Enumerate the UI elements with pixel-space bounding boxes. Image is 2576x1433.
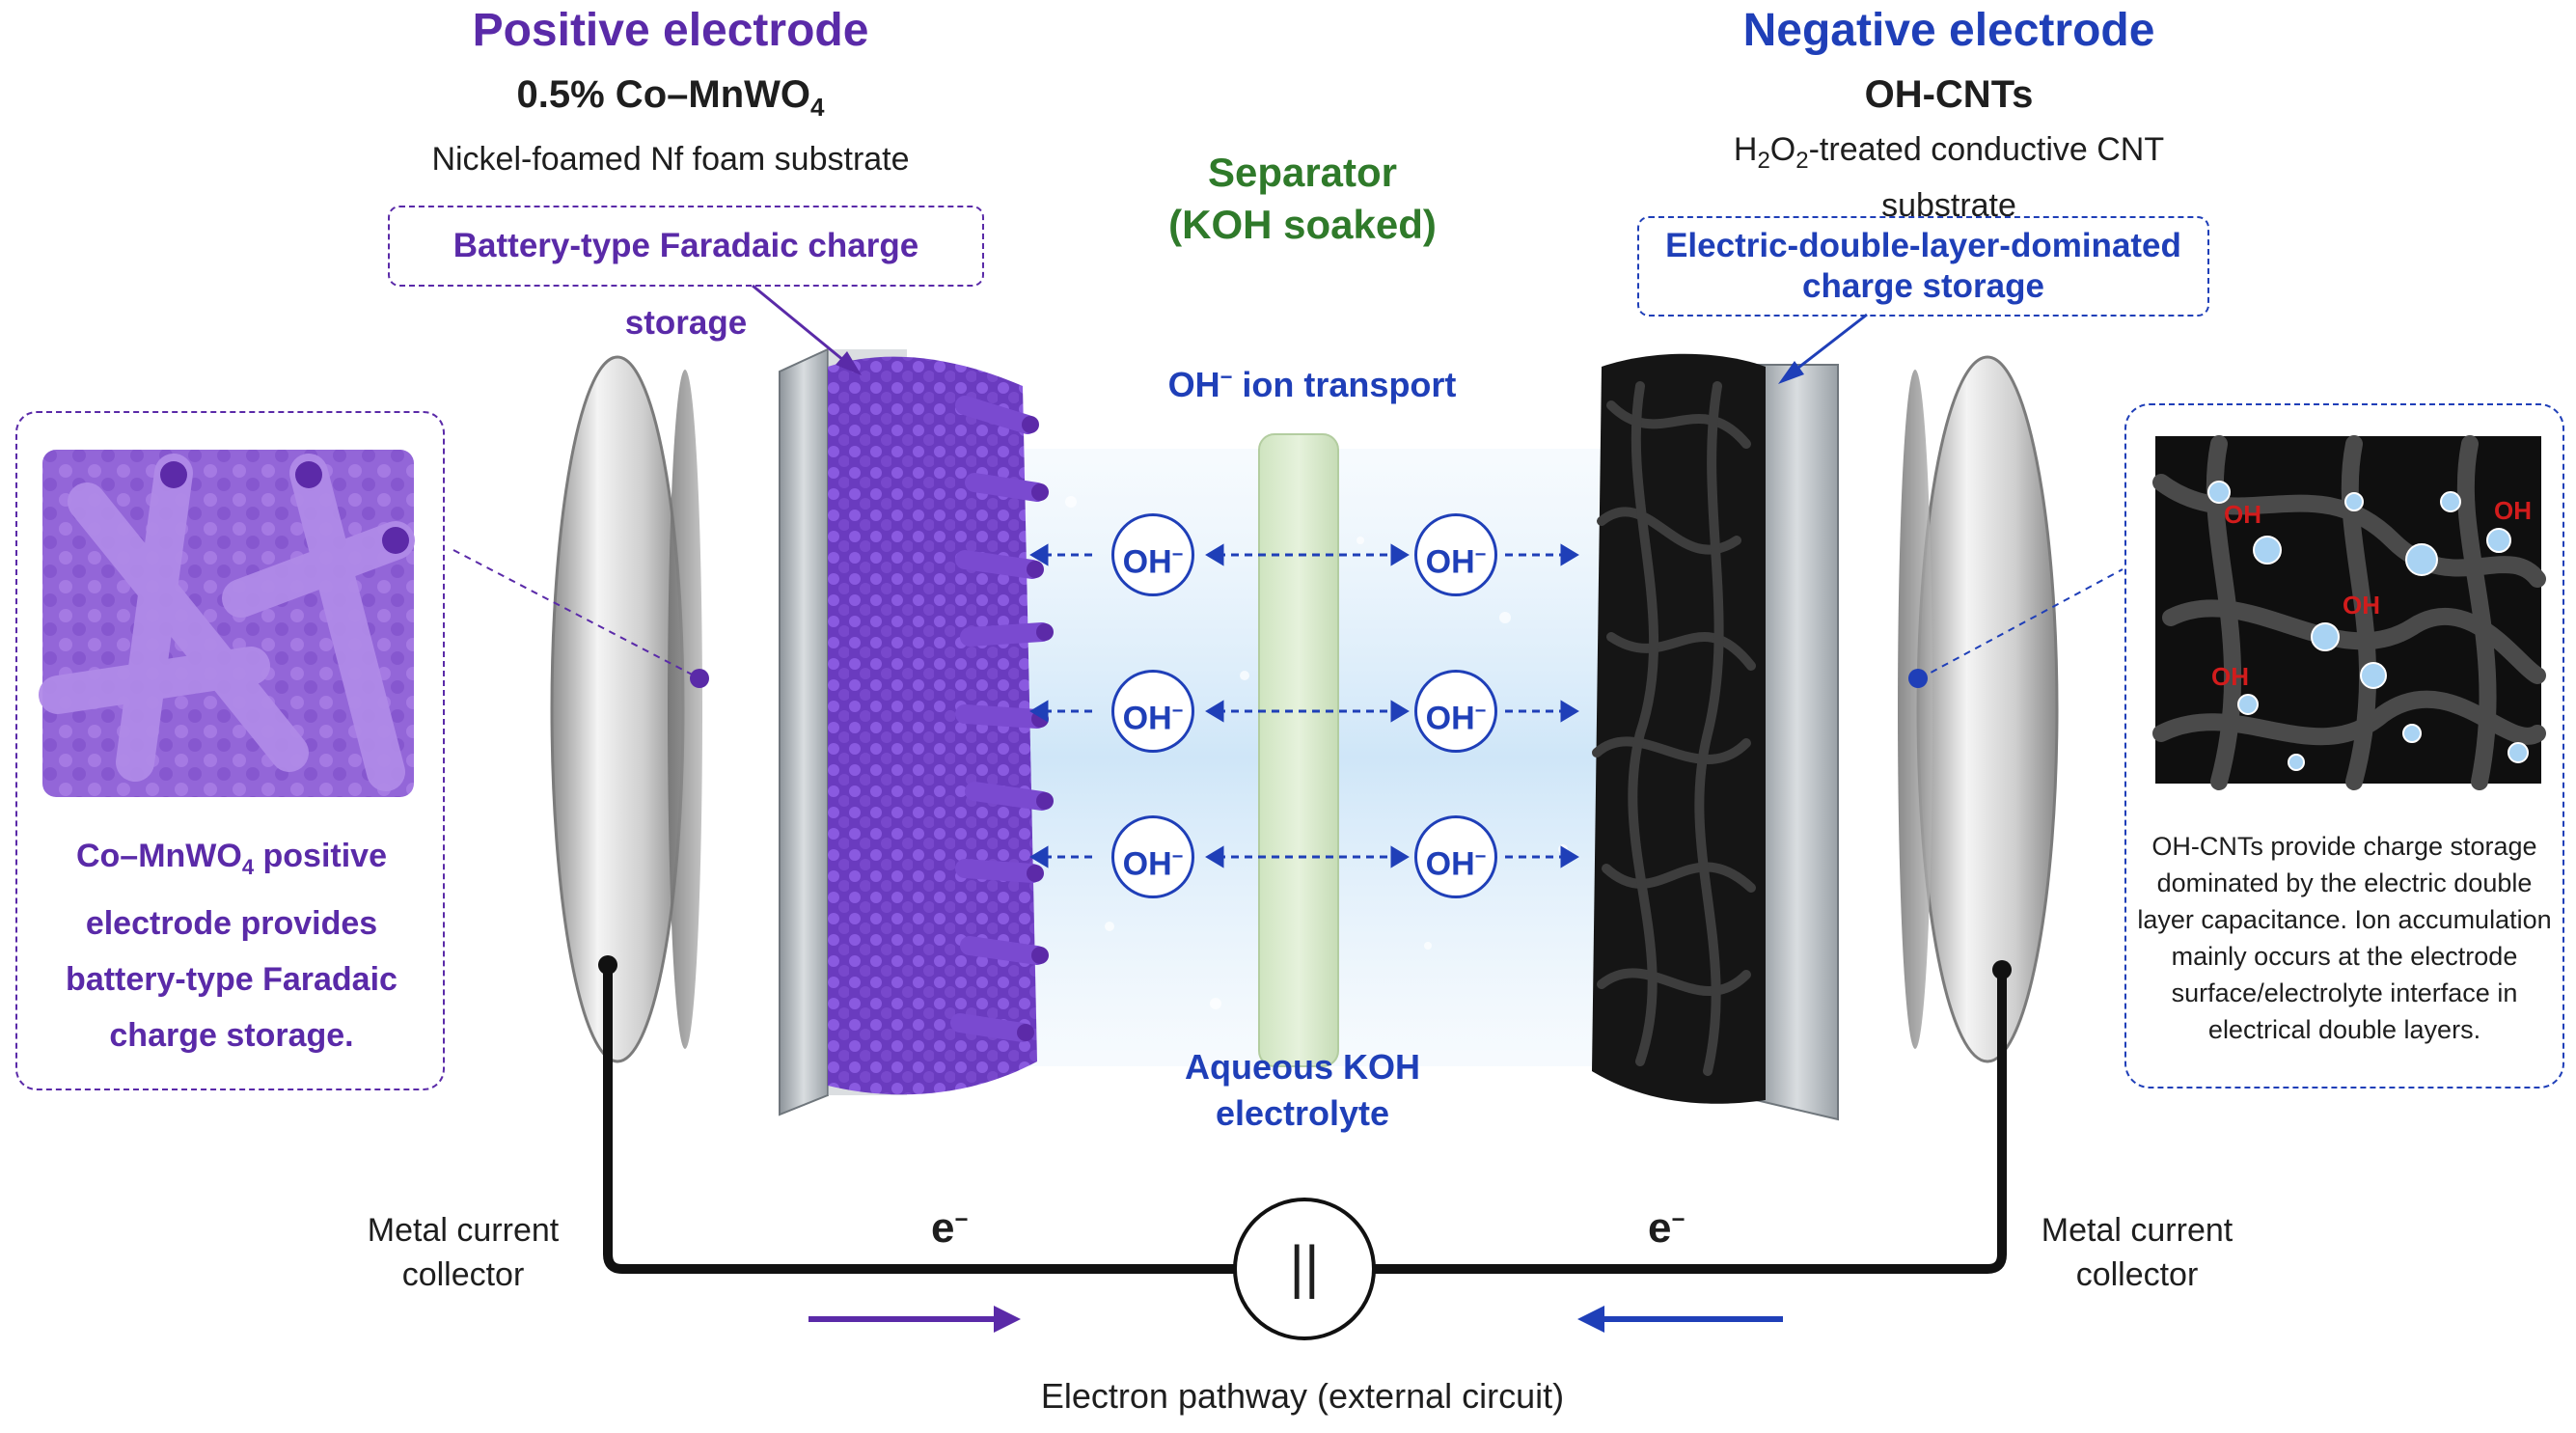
negative-callout-text: OH-CNTs provide charge storage dominated… <box>2137 832 2552 1044</box>
positive-substrate-label: Nickel-foamed Nf foam substrate <box>431 141 910 178</box>
positive-electrode-title: Positive electrode <box>472 5 869 56</box>
oh-ion-base: OH <box>1425 845 1475 883</box>
positive-material-label: 0.5% Co–MnWO4 <box>367 73 974 123</box>
oh-ion-bubble: OH− <box>1414 815 1497 898</box>
right-collector-line-1: Metal current <box>2041 1212 2233 1249</box>
negative-mechanism-text: Electric-double-layer-dominated charge s… <box>1665 227 2181 305</box>
left-collector-line-2: collector <box>401 1256 525 1293</box>
substrate-text-a: H <box>1733 131 1758 168</box>
oh-ion-base: OH <box>1122 845 1172 883</box>
oh-ion-sup: − <box>1171 846 1184 868</box>
electron-base: e <box>931 1204 955 1252</box>
positive-electrode-nanorods <box>828 356 1054 1095</box>
left-collector-label: Metal current collector <box>328 1208 598 1297</box>
negative-mechanism-box: Electric-double-layer-dominated charge s… <box>1637 216 2209 317</box>
oh-ion-bubble: OH− <box>1414 670 1497 753</box>
cnt-inset-oh-label: OH <box>2343 591 2380 620</box>
ion-transport-text: ion transport <box>1232 365 1457 404</box>
positive-sem-image <box>39 450 415 797</box>
right-collector-label: Metal current collector <box>2002 1208 2272 1297</box>
power-source-label: || <box>1289 1234 1320 1299</box>
positive-material-subscript: 4 <box>810 93 825 122</box>
right-collector-line-2: collector <box>2075 1256 2199 1293</box>
ion-transport-sup: − <box>1219 365 1233 389</box>
positive-mechanism-box: Battery-type Faradaic charge storage <box>388 206 984 342</box>
substrate-sub-2: 2 <box>1795 147 1809 174</box>
negative-electrode-cnts <box>1592 353 1766 1104</box>
negative-mechanism-pointer <box>1789 313 1868 376</box>
oh-ion-base: OH <box>1122 543 1172 581</box>
positive-mechanism-text: Battery-type Faradaic charge storage <box>452 227 919 342</box>
oh-ion-sup: − <box>1474 846 1487 868</box>
negative-plate <box>1755 364 1839 1121</box>
callout-text-a: Co–MnWO <box>75 838 242 874</box>
left-current-collector <box>550 355 685 1063</box>
separator-membrane <box>1258 433 1339 1067</box>
negative-electrode-title: Negative electrode <box>1742 5 2155 56</box>
external-circuit-wire <box>603 965 2007 1274</box>
oh-ion-base: OH <box>1425 700 1475 737</box>
substrate-text-c: -treated conductive CNT substrate <box>1808 131 2165 224</box>
separator-label: Separator (KOH soaked) <box>1129 147 1476 251</box>
cnt-inset-oh-label: OH <box>2224 500 2261 529</box>
oh-ion-bubble: OH− <box>1111 815 1194 898</box>
negative-cnt-image <box>2152 435 2546 790</box>
right-current-collector <box>1916 355 2059 1063</box>
electron-label-left: e− <box>931 1204 969 1253</box>
negative-material-label: OH-CNTs <box>1864 73 2034 116</box>
ion-transport-label: OH− ion transport <box>1081 365 1544 405</box>
ion-transport-arrows <box>1029 543 1579 868</box>
electron-base: e <box>1648 1204 1672 1252</box>
positive-callout-box <box>15 411 445 1090</box>
cnt-inset-oh-label: OH <box>2494 496 2532 525</box>
cnt-inset-oh-label: OH <box>2211 662 2249 691</box>
positive-callout-text: Co–MnWO4 positive electrode provides bat… <box>39 828 425 1063</box>
negative-callout-box <box>2124 403 2564 1089</box>
electrolyte-line-2: electrolyte <box>1215 1093 1390 1133</box>
oh-ion-base: OH <box>1425 543 1475 581</box>
substrate-sub-1: 2 <box>1757 147 1770 174</box>
oh-ion-bubble: OH− <box>1111 513 1194 596</box>
oh-ion-sup: − <box>1171 544 1184 565</box>
separator-line-1: Separator <box>1207 150 1398 195</box>
oh-ion-bubble: OH− <box>1111 670 1194 753</box>
electrolyte-label: Aqueous KOH electrolyte <box>1110 1044 1495 1137</box>
callout-text-b: positive electrode provides battery-type… <box>66 838 397 1054</box>
ion-transport-base: OH <box>1167 365 1220 404</box>
left-inset-connector <box>452 549 700 679</box>
right-inset-connector <box>1919 568 2124 679</box>
positive-plate <box>779 347 829 1116</box>
oh-ion-sup: − <box>1171 701 1184 722</box>
oh-ion-sup: − <box>1474 701 1487 722</box>
separator-line-2: (KOH soaked) <box>1168 202 1437 247</box>
power-source-symbol <box>1233 1198 1376 1340</box>
electron-sup: − <box>954 1206 969 1233</box>
negative-substrate-label: H2O2-treated conductive CNT substrate <box>1717 127 2180 228</box>
left-collector-line-1: Metal current <box>367 1212 560 1249</box>
positive-material-text: 0.5% Co–MnWO <box>516 73 810 116</box>
oh-ion-base: OH <box>1122 700 1172 737</box>
positive-mechanism-pointer <box>752 284 850 367</box>
electron-sup: − <box>1671 1206 1685 1233</box>
oh-ion-bubble: OH− <box>1414 513 1497 596</box>
electrolyte-line-1: Aqueous KOH <box>1184 1047 1420 1087</box>
electron-label-right: e− <box>1648 1204 1685 1253</box>
circuit-label: Electron pathway (external circuit) <box>1040 1376 1565 1416</box>
callout-sub: 4 <box>241 854 255 879</box>
oh-ion-sup: − <box>1474 544 1487 565</box>
substrate-text-b: O <box>1769 131 1796 168</box>
